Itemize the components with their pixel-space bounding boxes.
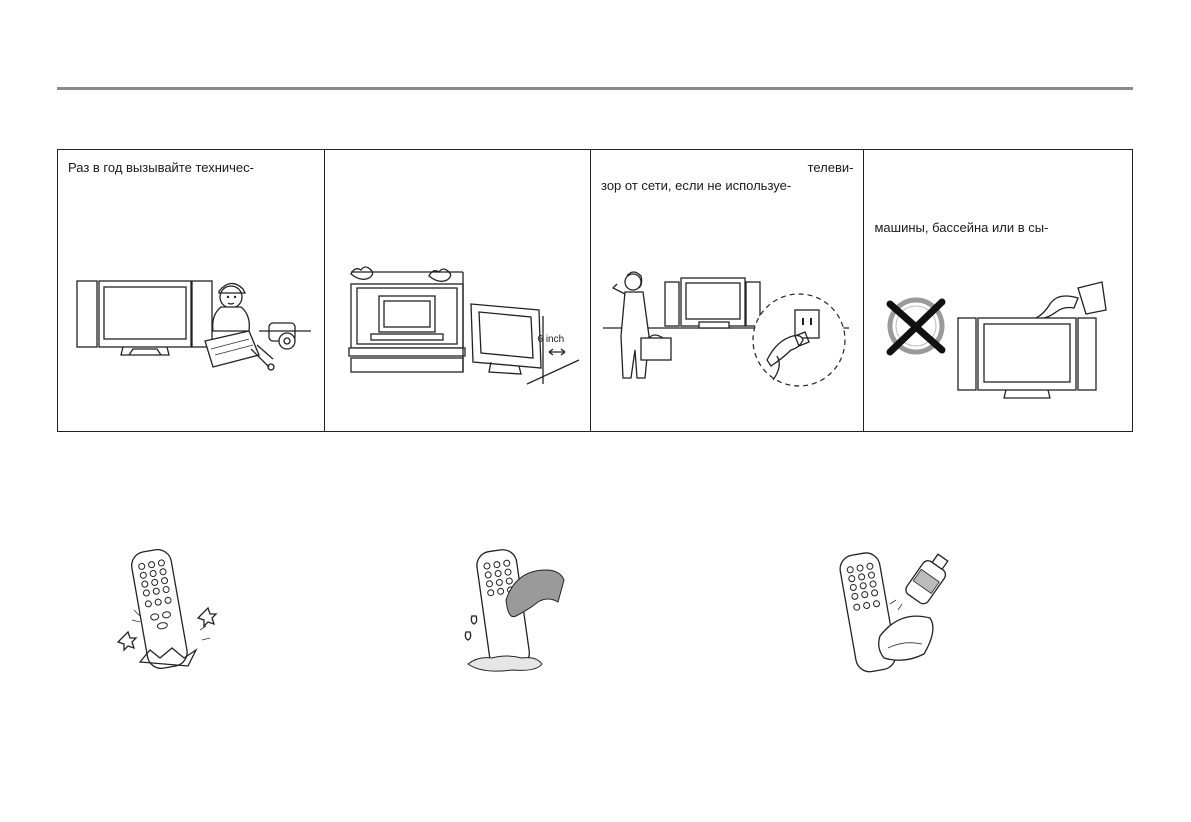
header-divider: [57, 87, 1133, 90]
instruction-panel-grid: Раз в год вызывайте техничес-: [57, 149, 1133, 432]
no-water-near-tv-illustration: [878, 270, 1128, 400]
panel-moisture: машины, бассейна или в сы-: [864, 150, 1132, 431]
panel-service-text: Раз в год вызывайте техничес-: [68, 160, 254, 175]
panel-unplug-text-2: зор от сети, если не используе-: [601, 178, 792, 193]
remote-cleaning-illustration: [826, 540, 966, 685]
remote-wet-illustration: [458, 540, 578, 685]
panel-moisture-text: машины, бассейна или в сы-: [874, 220, 1049, 235]
clearance-dimension-label: 6 inch: [537, 334, 565, 345]
tv-technician-illustration: [73, 275, 313, 395]
panel-unplug: телеви- зор от сети, если не используе-: [591, 150, 865, 431]
panel-unplug-text-1: телеви-: [807, 160, 854, 175]
unplug-tv-illustration: [599, 260, 859, 400]
tv-wall-clearance-illustration: [343, 260, 583, 390]
remote-drop-illustration: [110, 540, 230, 685]
panel-clearance: 6 inch: [325, 150, 591, 431]
panel-service: Раз в год вызывайте техничес-: [58, 150, 325, 431]
